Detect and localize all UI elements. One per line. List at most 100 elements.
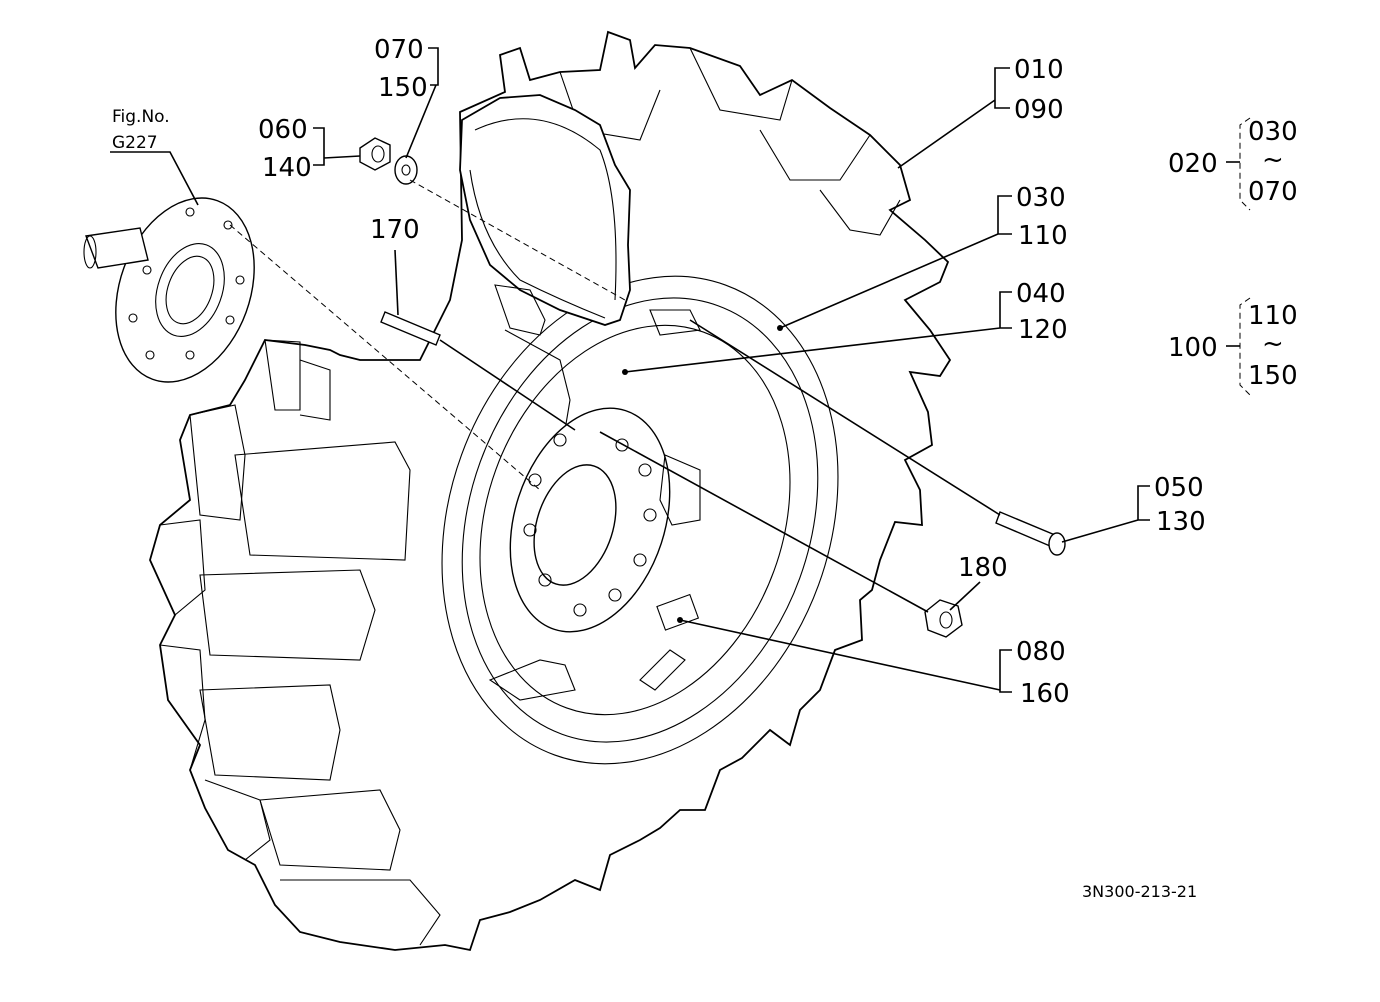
flange-hole bbox=[223, 220, 233, 230]
axle-shaft bbox=[85, 227, 149, 269]
leader-060 bbox=[313, 127, 361, 166]
group-tilde: ~ bbox=[1262, 145, 1284, 175]
callout-160: 160 bbox=[1020, 679, 1070, 709]
callout-140: 140 bbox=[262, 153, 312, 183]
callout-080: 080 bbox=[1016, 637, 1066, 667]
tread-lug bbox=[559, 71, 661, 141]
group-parent-100: 100 bbox=[1168, 333, 1218, 363]
tread-lug bbox=[189, 404, 246, 521]
tire-cutaway bbox=[459, 94, 631, 326]
nut-060 bbox=[359, 137, 391, 171]
flange-hole bbox=[128, 313, 138, 323]
tire-illustration bbox=[149, 30, 952, 952]
valve-cap bbox=[639, 649, 686, 691]
callout-130: 130 bbox=[1156, 507, 1206, 537]
tire-cutaway-inner bbox=[474, 118, 617, 301]
callout-030: 030 bbox=[1016, 183, 1066, 213]
leader-180-axis bbox=[599, 431, 929, 613]
group-bracket bbox=[1239, 117, 1251, 211]
flange-bore bbox=[165, 255, 215, 325]
nut-hole bbox=[371, 145, 385, 163]
warning-label bbox=[656, 593, 700, 631]
tread-lug bbox=[819, 189, 901, 236]
bolt-hole bbox=[643, 508, 657, 522]
callout-110: 110 bbox=[1018, 221, 1068, 251]
leader-dash bbox=[409, 179, 626, 301]
assembly-group-020: 020 030 ~ 070 bbox=[1168, 117, 1298, 207]
fig-no-label: Fig.No. bbox=[112, 107, 170, 127]
group-from-030: 030 bbox=[1248, 117, 1298, 147]
flange-outer bbox=[115, 197, 255, 383]
tread-lug bbox=[264, 339, 301, 411]
assembly-group-100: 100 110 ~ 150 bbox=[1168, 301, 1298, 391]
mounting-bracket bbox=[659, 454, 701, 526]
callout-050: 050 bbox=[1154, 473, 1204, 503]
drawing-code: 3N300-213-21 bbox=[1082, 882, 1197, 901]
group-tilde: ~ bbox=[1262, 329, 1284, 359]
rim-outer bbox=[441, 275, 839, 765]
group-parent-020: 020 bbox=[1168, 149, 1218, 179]
bolt-hole bbox=[523, 523, 537, 537]
leader-170-axis bbox=[439, 339, 576, 431]
nut-180-hole bbox=[939, 611, 953, 629]
bolt-hole bbox=[633, 553, 647, 567]
callout-090: 090 bbox=[1014, 95, 1064, 125]
tread-lug bbox=[689, 47, 793, 121]
flange-hole bbox=[225, 315, 235, 325]
leader-050 bbox=[1061, 485, 1150, 543]
flange-hole bbox=[185, 350, 195, 360]
fig-no-value: G227 bbox=[112, 133, 158, 153]
bolt-050 bbox=[995, 511, 1056, 547]
callout-010: 010 bbox=[1014, 55, 1064, 85]
tread-lug bbox=[199, 684, 341, 781]
tread-lug bbox=[299, 359, 331, 421]
callout-180: 180 bbox=[958, 553, 1008, 583]
leader-figref bbox=[110, 151, 199, 206]
callout-060: 060 bbox=[258, 115, 308, 145]
leader-lines bbox=[110, 47, 1251, 693]
leader-axis-dash bbox=[229, 224, 541, 491]
axle-flange bbox=[83, 197, 255, 383]
figure-reference: Fig.No. G227 bbox=[112, 107, 170, 153]
bolt-hole bbox=[573, 603, 587, 617]
leader-170 bbox=[394, 249, 399, 316]
leader-080 bbox=[679, 619, 1012, 693]
nut-180 bbox=[924, 599, 963, 638]
washer-070 bbox=[394, 155, 418, 185]
fasteners bbox=[359, 137, 1066, 638]
tread-lug bbox=[259, 789, 401, 871]
leader-040 bbox=[624, 291, 1012, 373]
callout-120: 120 bbox=[1018, 315, 1068, 345]
tread-lug bbox=[759, 129, 871, 181]
flange-center bbox=[155, 243, 225, 337]
leader-180 bbox=[949, 581, 981, 611]
leader-dot bbox=[777, 325, 783, 331]
callout-150: 150 bbox=[378, 73, 428, 103]
leader-010 bbox=[897, 67, 1010, 169]
axle-tip bbox=[83, 235, 97, 269]
leader-070 bbox=[405, 47, 439, 159]
callout-070: 070 bbox=[374, 35, 424, 65]
rim-inner bbox=[461, 297, 819, 743]
mounting-bracket bbox=[488, 659, 576, 701]
flange-hole bbox=[142, 265, 152, 275]
valve-clamp bbox=[494, 284, 546, 336]
callout-040: 040 bbox=[1016, 279, 1066, 309]
bolt-hole bbox=[608, 588, 622, 602]
tread-lug bbox=[280, 879, 441, 946]
flange-hole bbox=[185, 207, 195, 217]
tread-lug bbox=[199, 569, 376, 661]
disc-edge bbox=[479, 324, 791, 716]
tread-lug bbox=[234, 441, 411, 561]
stud-170 bbox=[380, 311, 441, 346]
flange-hole bbox=[145, 350, 155, 360]
mounting-bracket bbox=[649, 309, 701, 336]
group-bracket bbox=[1239, 297, 1251, 396]
group-to-070: 070 bbox=[1248, 177, 1298, 207]
hub-center-hole bbox=[533, 464, 617, 586]
flange-hole bbox=[235, 275, 245, 285]
leader-050-axis bbox=[689, 319, 1001, 516]
bolt-hole bbox=[538, 573, 552, 587]
part-callouts: 070 150 060 140 170 010 090 030 110 040 … bbox=[258, 35, 1206, 709]
